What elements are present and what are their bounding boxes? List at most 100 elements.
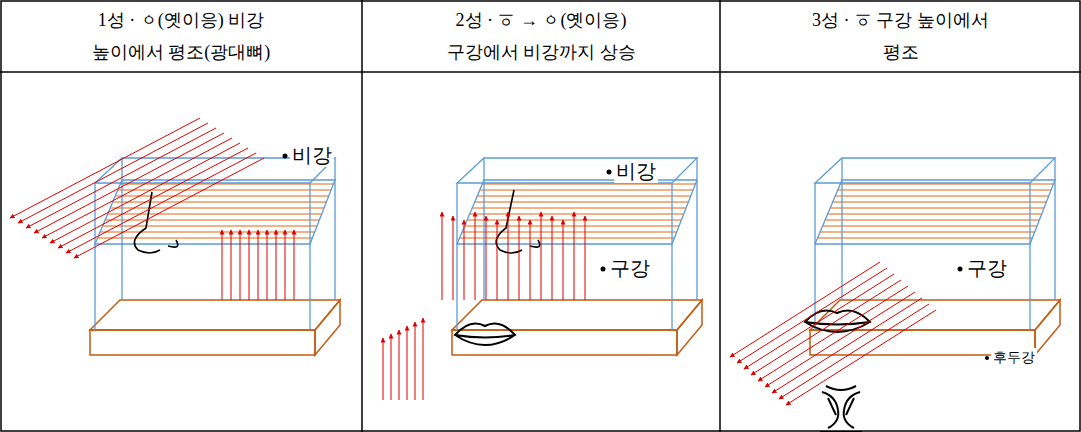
plane-stripe (460, 237, 675, 239)
wire-top (457, 158, 697, 183)
plane-stripe (838, 189, 1051, 191)
cavity-label: 구강 (965, 256, 1009, 280)
bullet-dot (601, 267, 606, 272)
plane-stripe (820, 231, 1035, 233)
wire-edge (309, 183, 310, 330)
table-header-cell: 2성 · ㆆ → ㆁ(옛이응) 구강에서 비강까지 상승 (446, 4, 637, 68)
airflow-arrow (383, 338, 384, 400)
base-block (1035, 300, 1060, 355)
bullet-dot (607, 170, 612, 175)
plane-outline (457, 180, 697, 244)
wire-edge (121, 158, 122, 300)
airflow-arrow (585, 216, 586, 300)
wire-edge (94, 183, 95, 330)
airflow-arrow (231, 230, 232, 300)
airflow-arrow (552, 216, 553, 300)
airflow-arrow (442, 212, 443, 300)
airflow-arrow (730, 262, 880, 357)
wire-edge (814, 183, 815, 330)
airflow-arrow (453, 216, 454, 300)
airflow-arrow (267, 230, 268, 300)
plane-stripe (830, 207, 1044, 209)
plane-outline (815, 180, 1055, 244)
airflow-arrow (26, 128, 216, 228)
airflow-arrow (779, 304, 929, 399)
plane-stripe (835, 195, 1049, 197)
cavity-label: 구강 (608, 256, 652, 280)
nose-outline (496, 190, 540, 253)
airflow-arrow (563, 220, 564, 300)
plane-stripe (475, 201, 689, 203)
plane-stripe (818, 237, 1033, 239)
base-block (452, 330, 677, 355)
plane-stripe (115, 195, 329, 197)
airflow-arrow (285, 230, 286, 300)
airflow-arrow (744, 274, 894, 369)
plane-stripe (470, 213, 684, 215)
plane-stripe (110, 207, 324, 209)
airflow-arrow (407, 326, 408, 400)
cavity-label: 후두강 (991, 348, 1037, 366)
plane-stripe (823, 225, 1037, 227)
airflow-arrow (758, 286, 908, 381)
airflow-arrow (66, 153, 256, 253)
airflow-arrow (50, 143, 240, 243)
bullet-dot (283, 154, 288, 159)
plane-stripe (828, 213, 1042, 215)
airflow-arrow (10, 118, 200, 218)
airflow-arrow (249, 230, 250, 300)
cavity-label: 비강 (290, 143, 334, 167)
base-block (90, 330, 315, 355)
wire-edge (696, 158, 697, 300)
wire-edge (1054, 158, 1055, 300)
airflow-arrow (42, 138, 232, 238)
plane-stripe (100, 231, 315, 233)
plane-stripe (477, 195, 691, 197)
base-block (677, 300, 702, 355)
wire-edge (334, 158, 335, 300)
airflow-arrow (574, 212, 575, 300)
airflow-arrow (464, 220, 465, 300)
plane-stripe (105, 219, 319, 221)
base-block (315, 300, 340, 355)
lips (455, 323, 515, 345)
airflow-arrow (497, 220, 498, 300)
airflow-arrow (772, 298, 922, 393)
airflow-arrow (530, 220, 531, 300)
wire-edge (483, 158, 484, 300)
airflow-arrow (737, 268, 887, 363)
cavity-box (810, 158, 1060, 355)
airflow-arrow (475, 212, 476, 300)
cavity-label: 비강 (614, 159, 658, 183)
airflow-arrow (415, 322, 416, 400)
airflow-arrow (786, 310, 936, 405)
airflow-arrow (751, 280, 901, 375)
larynx (822, 386, 860, 428)
plane-stripe (472, 207, 686, 209)
airflow-arrow (222, 230, 223, 300)
table-header-cell: 3성 · ㆆ 구강 높이에서 평조 (811, 4, 990, 68)
plane-stripe (480, 189, 693, 191)
wire-edge (671, 183, 672, 330)
base-block (452, 300, 702, 330)
wire-edge (841, 158, 842, 300)
airflow-arrow (258, 230, 259, 300)
wire-edge (1029, 183, 1030, 330)
bullet-dot (985, 356, 989, 360)
wire-edge (456, 183, 457, 330)
plane-outline (95, 180, 335, 244)
airflow-arrow (276, 230, 277, 300)
airflow-arrow (508, 212, 509, 300)
larynx (820, 431, 862, 432)
base-block (90, 300, 340, 330)
wire-top (815, 158, 1055, 183)
plane-stripe (98, 237, 313, 239)
bullet-dot (958, 267, 963, 272)
plane-stripe (462, 231, 677, 233)
cavity-box (90, 158, 340, 355)
airflow-arrow (240, 230, 241, 300)
airflow-arrow (519, 216, 520, 300)
